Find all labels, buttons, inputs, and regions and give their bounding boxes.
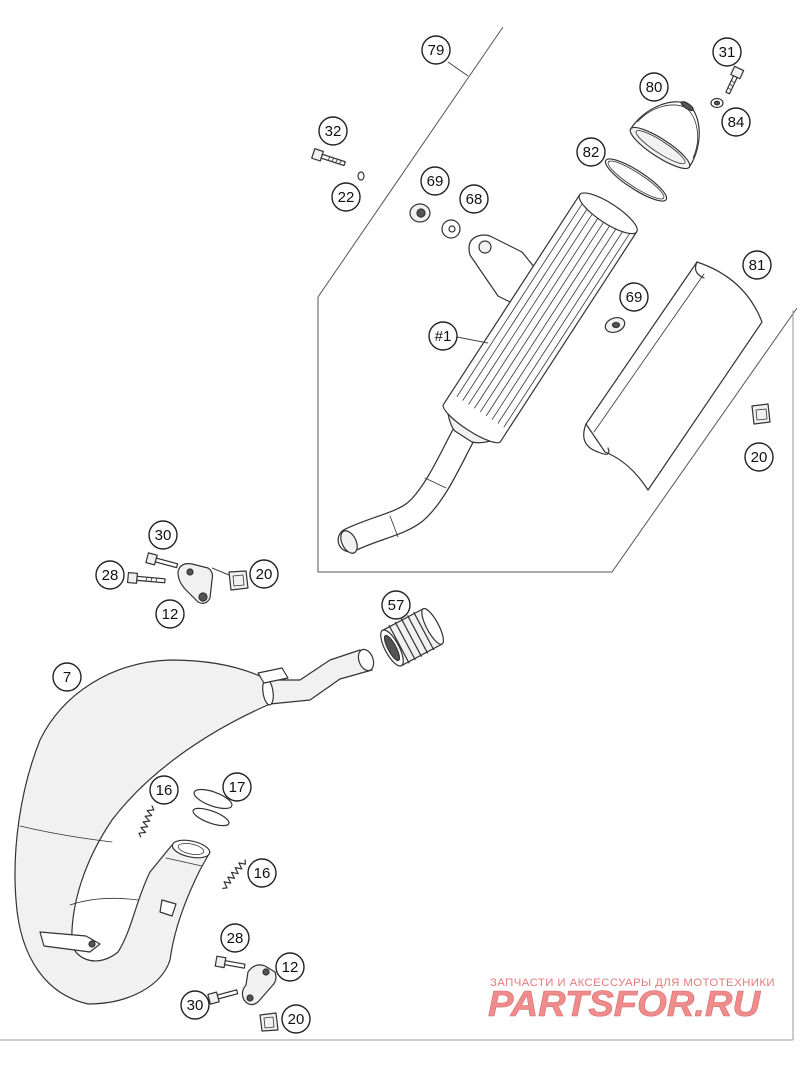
watermark-brand: PARTSFOR.RU <box>488 983 761 1024</box>
end-cap-part <box>629 101 700 170</box>
callout-32: 32 <box>318 116 348 146</box>
clip-nut-upper-part <box>228 570 249 591</box>
callout-label: 81 <box>749 257 766 274</box>
callout-28-lower: 28 <box>220 923 250 953</box>
bracket-bolt-28-part <box>126 571 166 584</box>
callout-label: 68 <box>466 191 483 208</box>
cap-washer-part <box>710 97 724 109</box>
callout-label: 7 <box>63 669 71 686</box>
callout-label: 31 <box>719 44 736 61</box>
callout-12-lower: 12 <box>275 952 305 982</box>
muffler-group-frame <box>317 26 798 573</box>
callout-81: 81 <box>742 250 772 280</box>
callout-label: 20 <box>256 566 273 583</box>
callout-label: 28 <box>102 567 119 584</box>
callout-label: 79 <box>428 42 445 59</box>
callout-1: #1 <box>428 321 458 351</box>
spring-part-lower <box>222 859 247 889</box>
lower-clip-nut-part <box>259 1012 279 1032</box>
callout-label: 16 <box>156 782 173 799</box>
heat-shield-part <box>583 261 763 491</box>
callout-31: 31 <box>712 37 742 67</box>
callout-57: 57 <box>381 590 411 620</box>
muffler-body-part <box>442 192 638 444</box>
callout-label: 16 <box>254 865 271 882</box>
callout-16-upper: 16 <box>149 775 179 805</box>
callout-79: 79 <box>421 35 451 65</box>
lower-bracket-bolt-28-part <box>214 955 246 969</box>
callout-16-lower: 16 <box>247 858 277 888</box>
callout-22: 22 <box>331 182 361 212</box>
callout-80: 80 <box>639 72 669 102</box>
muffler-inlet-pipe-part <box>337 423 476 554</box>
washer-part <box>441 219 461 239</box>
callout-69-lower: 69 <box>619 282 649 312</box>
watermark-logo: ЗАПЧАСТИ И АКСЕССУАРЫ ДЛЯ МОТОТЕХНИКИ PA… <box>488 977 775 1024</box>
leader-1 <box>456 336 489 344</box>
callout-label: 28 <box>227 930 244 947</box>
callout-label: 30 <box>155 527 172 544</box>
callout-label: 22 <box>338 189 355 206</box>
lower-bracket-bolt-30-part <box>207 989 239 1005</box>
clip-nut-part <box>751 403 771 425</box>
callout-17: 17 <box>222 772 252 802</box>
leader-bracket-upper <box>211 567 230 576</box>
callout-20-right: 20 <box>744 442 774 472</box>
callout-30-lower: 30 <box>180 990 210 1020</box>
callout-69-upper: 69 <box>420 166 450 196</box>
callout-label: 57 <box>388 597 405 614</box>
rubber-grommet-part-2 <box>604 316 626 334</box>
callout-20-lower: 20 <box>281 1004 311 1034</box>
exhaust-bracket-part <box>177 563 214 604</box>
callout-label: #1 <box>435 328 452 345</box>
callout-20-upper: 20 <box>249 559 279 589</box>
callout-label: 82 <box>583 144 600 161</box>
callout-label: 17 <box>229 779 246 796</box>
callout-30-upper: 30 <box>148 520 178 550</box>
callout-label: 32 <box>325 123 342 140</box>
rubber-grommet-part <box>409 203 431 223</box>
callout-label: 20 <box>751 449 768 466</box>
bracket-bolt-part <box>311 148 346 167</box>
callout-label: 12 <box>282 959 299 976</box>
callout-label: 30 <box>187 997 204 1014</box>
callout-label: 69 <box>427 173 444 190</box>
callout-label: 80 <box>646 79 663 96</box>
leader-79 <box>447 61 469 77</box>
callout-84: 84 <box>721 107 751 137</box>
bracket-bolt-30-part <box>145 552 179 569</box>
expansion-chamber-part <box>14 648 375 1005</box>
watermark-tagline: ЗАПЧАСТИ И АКСЕССУАРЫ ДЛЯ МОТОТЕХНИКИ <box>490 977 775 989</box>
callout-label: 69 <box>626 289 643 306</box>
cap-bolt-part <box>725 65 745 95</box>
small-washer-part <box>357 171 365 181</box>
muffler-bracket-part <box>468 234 536 304</box>
spring-part-upper <box>138 805 155 838</box>
header-o-ring-part <box>192 788 233 827</box>
callout-12-upper: 12 <box>155 599 185 629</box>
callout-7: 7 <box>52 662 82 692</box>
lower-exhaust-bracket-part <box>241 964 277 1006</box>
callout-28-upper: 28 <box>95 560 125 590</box>
callout-68: 68 <box>459 184 489 214</box>
callout-label: 20 <box>288 1011 305 1028</box>
silencer-damper-part <box>380 607 444 667</box>
o-ring-part <box>604 158 668 202</box>
callout-82: 82 <box>576 137 606 167</box>
callout-label: 84 <box>728 114 745 131</box>
callout-label: 12 <box>162 606 179 623</box>
